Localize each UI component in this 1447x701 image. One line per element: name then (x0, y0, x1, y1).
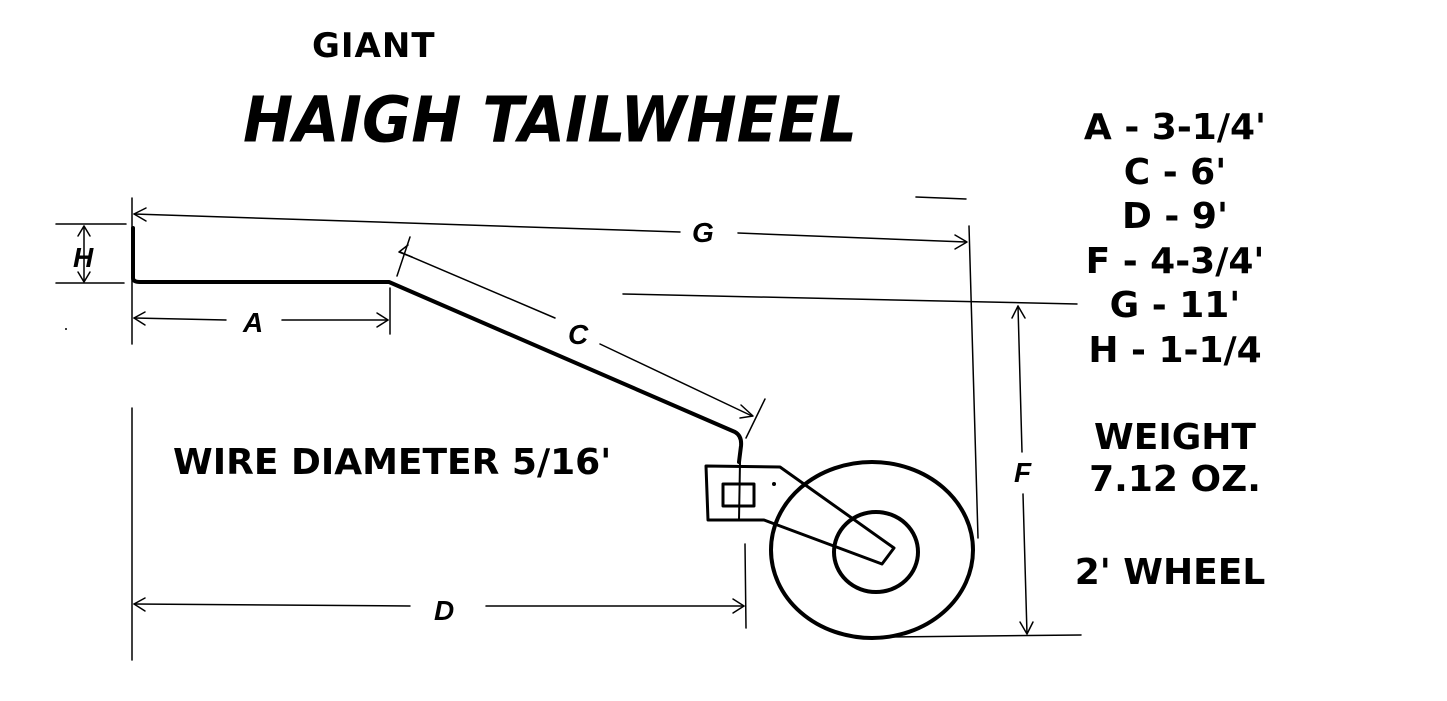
wire-through-bracket (738, 461, 741, 521)
dim-label-g: G (692, 217, 714, 248)
dim-line-c-upper (399, 251, 556, 319)
ext-line-c-end (745, 398, 766, 439)
dim-arrow-d-left (133, 597, 146, 612)
dim-line-d-left (133, 603, 411, 607)
dim-line-g-right (737, 232, 967, 243)
dim-label-h: H (73, 242, 94, 273)
spec-f: F - 4-3/4' (1085, 240, 1265, 282)
wire-diameter-note: WIRE DIAMETER 5/16' (173, 442, 612, 483)
ext-line-c-start (396, 236, 411, 277)
dim-arrow-a-left (133, 311, 146, 326)
ext-line-g-top (915, 196, 967, 200)
dimension-spec-list: A - 3-1/4' C - 6' D - 9' F - 4-3/4' G - … (1060, 106, 1290, 373)
fork-bracket (704, 464, 896, 566)
dim-line-a-left (133, 317, 227, 321)
dim-arrow-d-right (732, 598, 745, 614)
dim-arrow-c-end (739, 404, 754, 419)
dim-arrow-f-bottom (1019, 621, 1034, 635)
ext-line-f-bottom (887, 634, 1082, 638)
dim-line-g-left (133, 213, 681, 233)
ext-line-d-right (744, 543, 747, 629)
dim-label-c: C (568, 319, 589, 350)
spec-a: A - 3-1/4' (1083, 107, 1267, 148)
wheel-size-note: 2' WHEEL (1074, 552, 1266, 593)
wheel-tire (769, 460, 975, 640)
dim-arrow-h-bottom (77, 271, 91, 283)
spec-c: C - 6' (1123, 151, 1227, 193)
dim-line-c-lower (599, 343, 753, 417)
title-haigh-tailwheel: HAIGH TAILWHEEL (243, 84, 857, 158)
dim-arrow-c-start (398, 244, 413, 258)
title-giant: GIANT (312, 26, 436, 66)
dim-label-a: A (242, 307, 263, 338)
dim-label-d: D (434, 595, 454, 626)
weight-value: 7.12 OZ. (1089, 459, 1261, 500)
ext-line-g-right (968, 225, 979, 539)
dim-line-f-upper (1017, 305, 1023, 453)
ext-line-f-top (622, 293, 1078, 305)
spec-g: G - 11' (1109, 285, 1241, 326)
stray-dot (65, 328, 67, 330)
weight-block: WEIGHT 7.12 OZ. (1060, 417, 1290, 501)
spec-d: D - 9' (1122, 196, 1228, 237)
dim-arrow-f-top (1011, 305, 1026, 319)
dim-arrow-g-right (954, 234, 968, 250)
dim-arrow-a-right (376, 312, 389, 328)
wire-outline (131, 226, 744, 464)
dim-label-f: F (1014, 457, 1032, 488)
dim-arrow-h-top (77, 225, 91, 237)
spec-h: H - 1-1/4 (1088, 329, 1262, 371)
wheel-hub (832, 510, 920, 594)
dim-line-f-lower (1022, 493, 1028, 635)
rivet-dot (772, 482, 776, 486)
weight-label: WEIGHT (1094, 417, 1256, 458)
dim-arrow-g-left (133, 207, 147, 222)
